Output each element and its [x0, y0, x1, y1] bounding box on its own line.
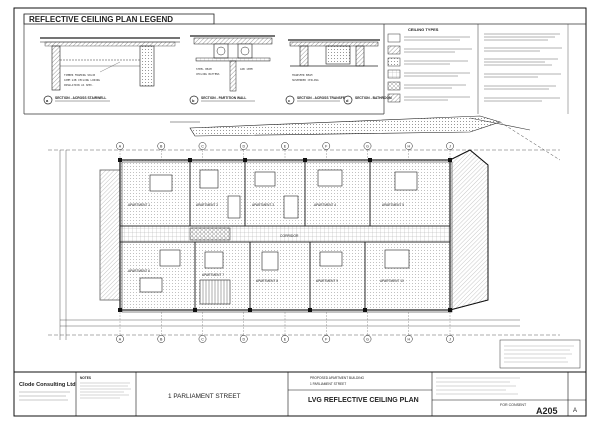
notes-label: NOTES [80, 376, 91, 380]
grid-line-bubbles: A A B B C C D D E E F F G G H H J J [116, 142, 454, 343]
detail-c-graphic: TRANSFER BEAM SUSPENDED CEILING [288, 39, 380, 82]
room-label-south-2: APARTMENT 7 [202, 273, 224, 277]
grid-bubble [239, 142, 248, 150]
grid-bubble-label: F [325, 337, 328, 341]
svg-text:CEILING BATTENS: CEILING BATTENS [196, 72, 220, 76]
svg-text:GIB 13MM: GIB 13MM [240, 67, 253, 71]
room-label-north-4: APARTMENT 4 [314, 203, 336, 207]
grid-bubble [198, 142, 207, 150]
svg-text:c: c [288, 98, 291, 103]
grid-bubble-label: H [407, 337, 410, 341]
grid-bubble [404, 142, 413, 150]
grid-bubble-label: B [160, 144, 163, 148]
grid-bubble [404, 335, 413, 343]
room-label-south-4: APARTMENT 9 [316, 279, 338, 283]
grid-bubble-label: A [119, 337, 122, 341]
svg-text:TIMBER FRAMING 90x45: TIMBER FRAMING 90x45 [64, 73, 96, 77]
grid-bubble [322, 142, 331, 150]
grid-bubble [322, 335, 331, 343]
legend-title: REFLECTIVE CEILING PLAN LEGEND [29, 15, 173, 24]
grid-bubble [157, 335, 166, 343]
grid-bubble-label: C [201, 337, 204, 341]
grid-bubble [363, 335, 372, 343]
svg-text:b: b [192, 98, 195, 103]
section-c-label: SECTION - ACROSS TRANSFER [297, 96, 348, 100]
svg-text:d: d [346, 98, 349, 103]
grid-bubble [239, 335, 248, 343]
revision-letter: A [573, 408, 577, 414]
svg-text:a: a [46, 98, 49, 103]
svg-text:STEEL BEAM: STEEL BEAM [196, 67, 212, 71]
grid-bubble-label: E [284, 337, 287, 341]
detail-a-graphic: TIMBER FRAMING 90x45 10MM GIB CEILING LI… [40, 37, 180, 91]
grid-bubble-label: B [160, 337, 163, 341]
firm-name: Clode Consulting Ltd [19, 382, 76, 388]
grid-bubble [116, 142, 124, 150]
room-label-north-2: APARTMENT 2 [196, 203, 218, 207]
room-label-north-3: APARTMENT 3 [252, 203, 274, 207]
grid-bubble [363, 142, 372, 150]
grid-bubble-label: J [449, 144, 451, 148]
sheet-border [13, 7, 587, 417]
grid-bubble-label: C [201, 144, 204, 148]
grid-bubble-label: F [325, 144, 328, 148]
grid-bubble [116, 335, 124, 343]
grid-bubble-label: G [366, 144, 369, 148]
grid-bubble [198, 335, 207, 343]
title-block: Clode Consulting Ltd NOTES 1 PARLIAMENT … [14, 371, 586, 416]
svg-text:TRANSFER BEAM: TRANSFER BEAM [292, 73, 313, 77]
grid-bubble-label: H [407, 144, 410, 148]
room-label-north-1: APARTMENT 1 [128, 203, 150, 207]
floor-plan: CORRIDOR [48, 115, 561, 340]
drawing-title: LVG REFLECTIVE CEILING PLAN [308, 397, 419, 404]
ceiling-types-title: CEILING TYPES [408, 27, 439, 32]
section-b-label: SECTION - PARTITION WALL [201, 96, 246, 100]
grid-bubble [446, 142, 454, 150]
grid-bubble-label: E [284, 144, 287, 148]
grid-bubble-label: G [366, 337, 369, 341]
svg-text:SUSPENDED CEILING: SUSPENDED CEILING [292, 78, 319, 82]
ceiling-types-key: CEILING TYPES [387, 24, 569, 114]
general-notes-box [499, 339, 581, 369]
grid-bubble [281, 335, 289, 343]
stair-graphic [199, 279, 231, 305]
status-label: FOR CONSENT [500, 403, 527, 407]
room-label-south-1: APARTMENT 6 [128, 269, 150, 273]
grid-bubble-label: J [449, 337, 451, 341]
svg-text:10MM GIB CEILING LINING: 10MM GIB CEILING LINING [64, 78, 100, 82]
project-address: 1 PARLIAMENT STREET [310, 382, 346, 386]
sheet-number: A205 [536, 406, 558, 416]
legend-section: REFLECTIVE CEILING PLAN LEGEND TIMBER FR… [23, 13, 586, 115]
svg-text:INSULATION AS SPEC.: INSULATION AS SPEC. [64, 83, 94, 87]
grid-bubble-label: D [242, 144, 245, 148]
section-d-label: SECTION - BATHROOM [355, 96, 392, 100]
grid-bubble [446, 335, 454, 343]
room-label-south-3: APARTMENT 8 [256, 279, 278, 283]
project-label: PROPOSED APARTMENT BUILDING [310, 376, 365, 380]
room-label-south-5: APARTMENT 10 [380, 279, 404, 283]
grid-bubble [281, 142, 289, 150]
detail-b-graphic: STEEL BEAM CEILING BATTENS GIB 13MM [190, 35, 275, 92]
street-title: 1 PARLIAMENT STREET [168, 393, 241, 400]
corridor-label: CORRIDOR [280, 234, 299, 238]
grid-bubble [157, 142, 166, 150]
grid-bubble-label: D [242, 337, 245, 341]
grid-bubble-label: A [119, 144, 122, 148]
section-a-label: SECTION - ACROSS STAIRWELL [55, 96, 106, 100]
room-label-north-5: APARTMENT 5 [382, 203, 404, 207]
